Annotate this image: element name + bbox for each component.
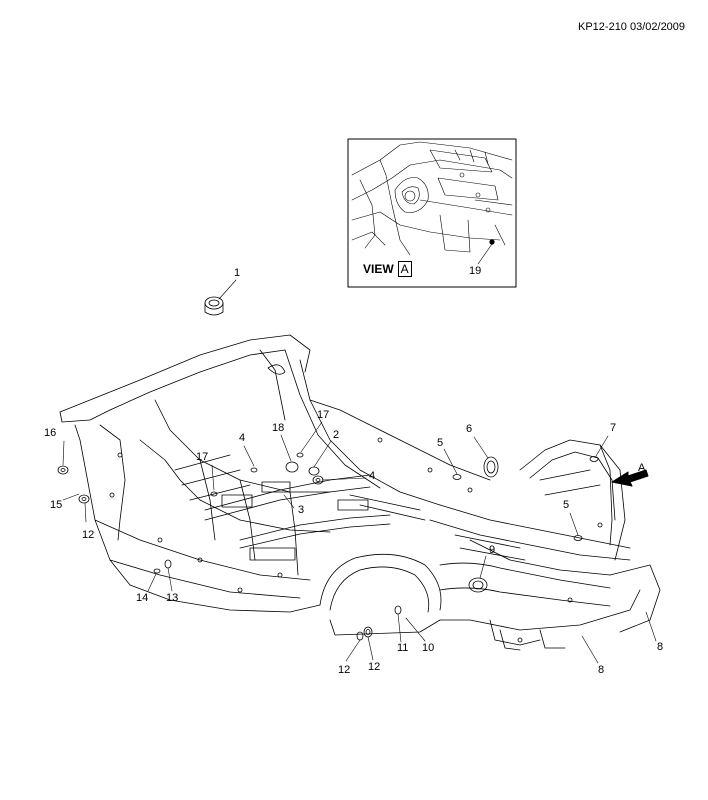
callout-16: 16 — [44, 427, 57, 439]
part-14-plug — [153, 568, 161, 574]
callout-17: 17 — [196, 451, 209, 463]
part-5-plug-left — [452, 474, 462, 480]
part-1-grommet — [204, 296, 224, 316]
callout-5: 5 — [437, 437, 444, 449]
callout-4: 4 — [239, 432, 246, 444]
callout-2: 2 — [333, 429, 340, 441]
callout-18: 18 — [272, 422, 285, 434]
inset-view-letter: A — [397, 261, 412, 277]
callout-8: 8 — [598, 664, 605, 676]
part-9-bushing — [468, 577, 488, 593]
callout-10: 10 — [422, 642, 435, 654]
callout-12: 12 — [82, 529, 95, 541]
callout-1: 1 — [234, 267, 241, 279]
callout-12: 12 — [338, 664, 351, 676]
callout-13: 13 — [166, 592, 179, 604]
part-12-plug-left — [78, 494, 90, 504]
part-18-plug — [285, 461, 299, 473]
view-a-arrow — [611, 469, 649, 487]
part-11-plug — [394, 605, 402, 615]
part-12-plug-front-b — [363, 626, 373, 638]
part-4-plug-left — [250, 467, 258, 473]
part-7-plug — [589, 456, 599, 462]
inset-frame — [347, 138, 517, 288]
inset-leader-19 — [477, 243, 493, 265]
part-17-plug-right — [296, 452, 304, 458]
callout-7: 7 — [610, 422, 617, 434]
part-13-plug — [164, 559, 172, 569]
inset-detail — [351, 141, 513, 256]
callout-14: 14 — [136, 592, 149, 604]
callout-3: 3 — [298, 504, 305, 516]
part-16-plug — [57, 465, 69, 475]
view-a-arrow-letter: A — [638, 462, 646, 474]
inset-part-19-plug — [489, 239, 495, 245]
part-6-grommet — [483, 456, 499, 478]
callout-5: 5 — [563, 499, 570, 511]
callout-19: 19 — [469, 265, 482, 277]
part-12-plug-front-a — [356, 631, 364, 641]
callout-8: 8 — [657, 641, 664, 653]
part-5-plug-right — [573, 535, 583, 541]
callout-9: 9 — [489, 544, 496, 556]
callout-12: 12 — [368, 661, 381, 673]
leader-lines — [62, 279, 657, 664]
callout-4: 4 — [369, 470, 376, 482]
callout-6: 6 — [466, 423, 473, 435]
underbody-structure — [59, 334, 661, 651]
part-17-plug-left — [210, 491, 218, 497]
callout-17: 17 — [317, 409, 330, 421]
callout-15: 15 — [50, 499, 63, 511]
inset-view-word: VIEW — [363, 262, 394, 276]
diagram-reference: KP12-210 03/02/2009 — [578, 21, 686, 33]
part-2-plug — [308, 466, 320, 476]
callout-11: 11 — [397, 642, 409, 654]
